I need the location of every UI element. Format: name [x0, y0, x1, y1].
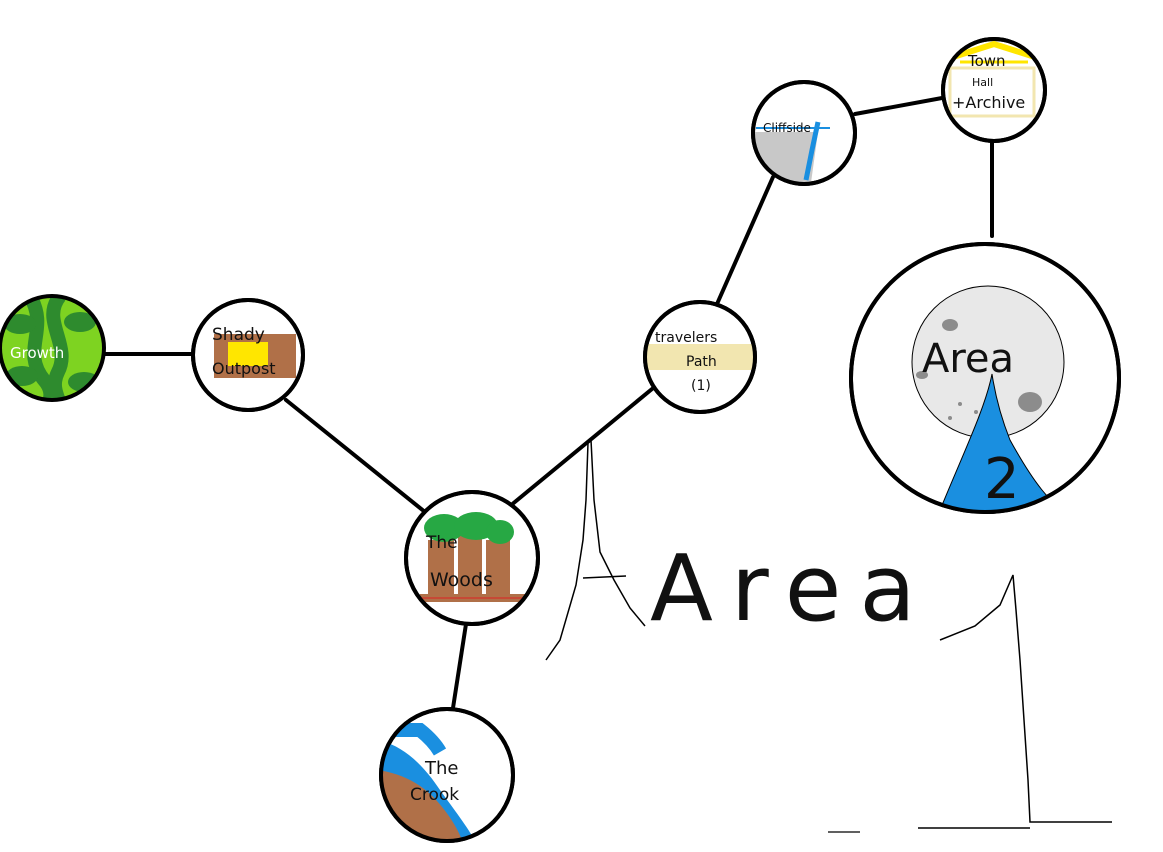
node-shady-outpost[interactable]: Shady Outpost: [191, 298, 305, 412]
node-area2-label-2: 2: [984, 447, 1020, 512]
node-town-label-1: Town: [967, 52, 1006, 70]
region-area-1-label: Area 1: [545, 438, 1112, 833]
node-the-woods[interactable]: The Woods: [404, 490, 540, 626]
node-area-2[interactable]: Area 2: [849, 242, 1121, 520]
node-woods-label-2: Woods: [430, 569, 493, 591]
node-crook-label-2: Crook: [410, 785, 459, 805]
node-cliffside[interactable]: Cliffside: [750, 80, 857, 190]
node-travelers-label-2: Path: [686, 354, 717, 370]
number-one-outline: [918, 574, 1112, 829]
edge-woods-crook: [451, 622, 468, 710]
edge-woods-travelers: [508, 387, 654, 508]
node-travelers-path[interactable]: travelers Path (1): [643, 300, 757, 414]
node-growth[interactable]: Growth: [0, 294, 106, 420]
edge-travelers-cliffside: [715, 175, 775, 306]
node-town-label-3: +Archive: [952, 93, 1025, 112]
node-growth-label: Growth: [10, 344, 64, 362]
node-shady-label-1: Shady: [212, 325, 265, 345]
edge-cliffside-town: [853, 96, 944, 116]
node-area2-label-1: Area: [922, 336, 1014, 382]
letter-A-outline: [545, 438, 646, 661]
region-number: 1: [1005, 799, 1006, 800]
node-woods-label-1: The: [425, 533, 458, 553]
node-travelers-label-1: travelers: [655, 330, 717, 346]
node-travelers-label-3: (1): [691, 378, 711, 394]
region-word: Area: [650, 535, 934, 642]
node-shady-label-2: Outpost: [212, 359, 276, 378]
edge-shady-woods: [284, 398, 427, 514]
node-crook-label-1: The: [424, 758, 458, 779]
node-town-label-2: Hall: [972, 76, 993, 89]
node-cliffside-label: Cliffside: [763, 121, 811, 135]
node-town-hall[interactable]: Town Hall +Archive: [941, 37, 1047, 143]
node-the-crook[interactable]: The Crook: [370, 707, 515, 850]
edges: [102, 96, 994, 710]
